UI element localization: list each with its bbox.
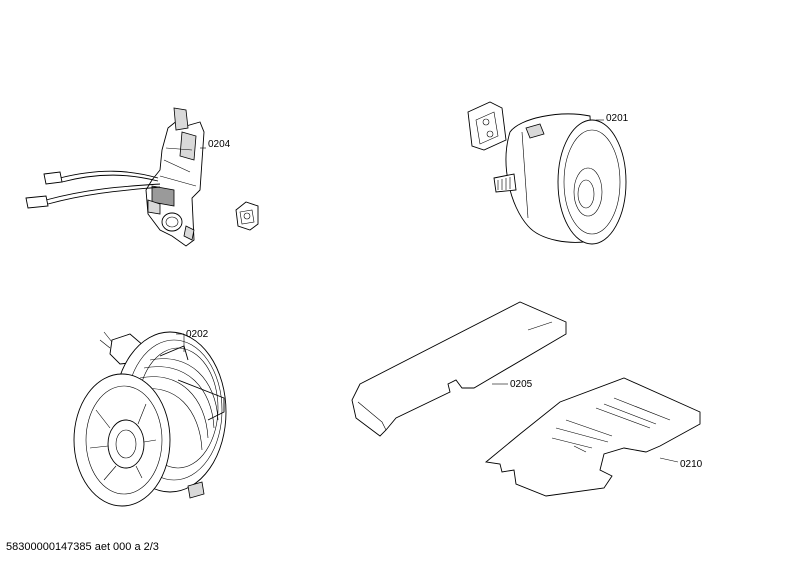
- part-label-0201: 0201: [606, 113, 629, 124]
- document-code: 58300000147385 aet 000 a 2/3: [6, 541, 159, 553]
- filter-plate-0205-drawing: [351, 301, 567, 437]
- part-label-0202: 0202: [186, 329, 209, 340]
- cover-plate-0210-drawing: [484, 377, 701, 497]
- part-label-0204: 0204: [208, 139, 231, 150]
- part-label-0205: 0205: [510, 379, 533, 390]
- part-label-0210: 0210: [680, 459, 703, 470]
- cable-reel-drawing: [73, 331, 227, 507]
- electronic-module-drawing: [25, 107, 259, 247]
- motor-drawing: [467, 101, 627, 245]
